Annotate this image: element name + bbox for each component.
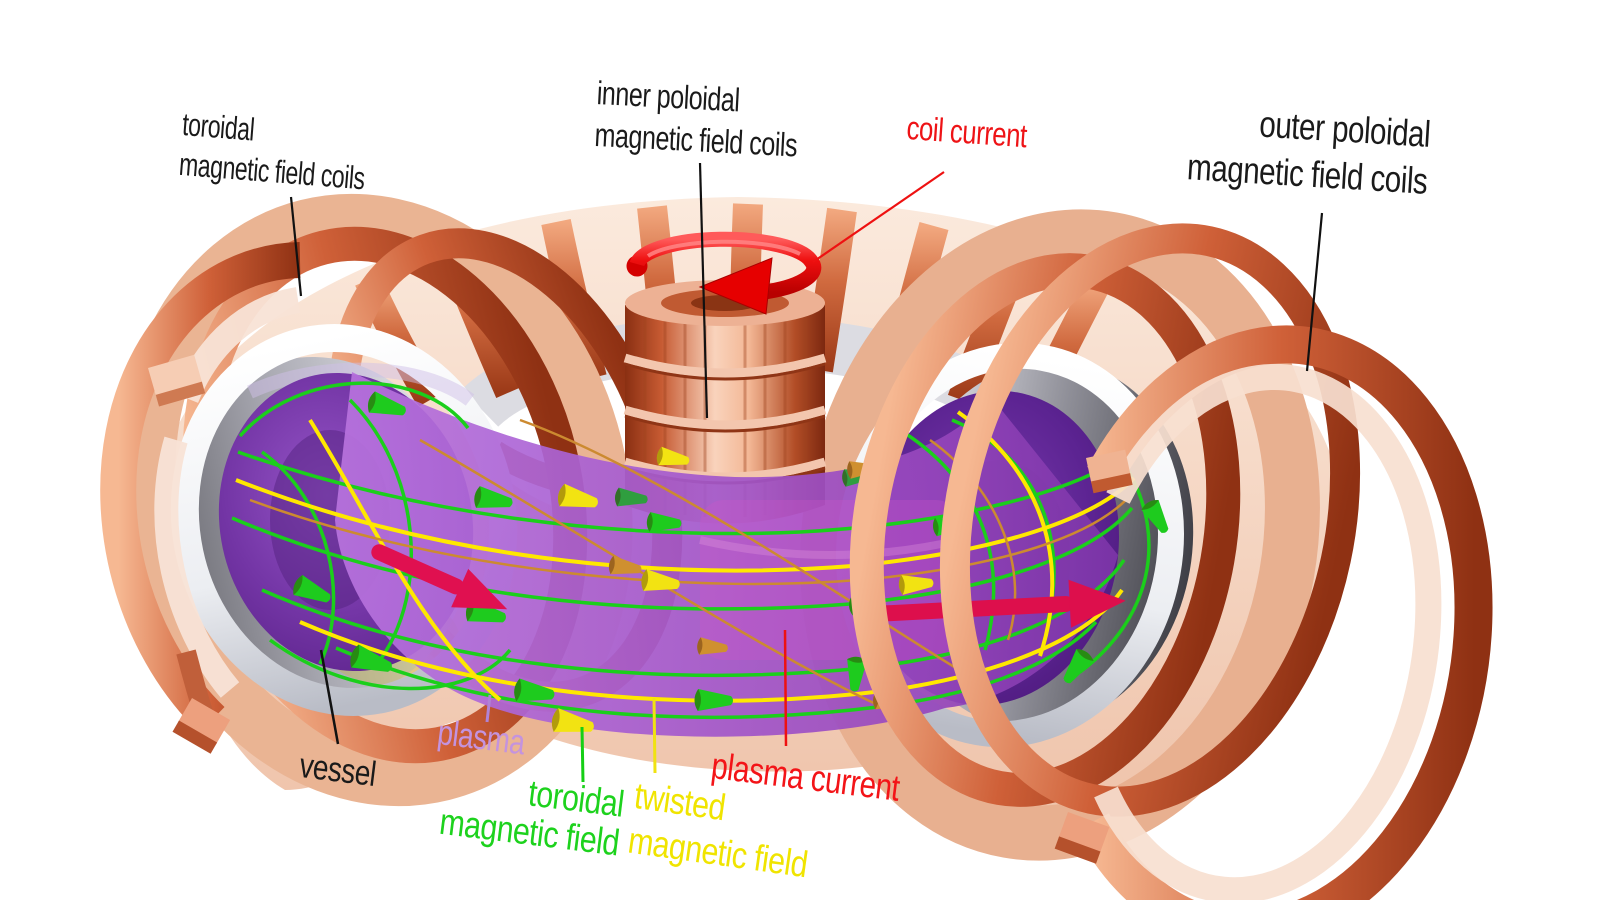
leader-inner-poloidal xyxy=(698,162,709,419)
toroidal-field-coils-right xyxy=(849,223,1361,817)
plasma-current-arrow-right xyxy=(873,579,1126,628)
leader-toroidal-coils xyxy=(289,196,303,297)
leader-plasma xyxy=(485,694,492,723)
leader-toroidal-field xyxy=(580,726,585,783)
label-outer-poloidal-coils: outer poloidal magnetic field coils xyxy=(1186,97,1432,205)
label-inner-poloidal-coils: inner poloidal magnetic field coils xyxy=(594,72,801,167)
leader-outer-poloidal xyxy=(1305,212,1324,372)
leader-vessel xyxy=(319,649,340,745)
leader-lines xyxy=(289,162,1324,783)
label-toroidal-field-coils: toroidal magnetic field coils xyxy=(178,104,370,198)
leader-twisted-field xyxy=(652,697,657,774)
inner-poloidal-coil-stack xyxy=(623,280,827,524)
leader-coil-current xyxy=(812,171,945,263)
outer-poloidal-ring-right xyxy=(1054,325,1493,900)
coil-current-arrow-icon xyxy=(626,231,822,315)
outer-poloidal-ring-left xyxy=(100,242,301,754)
leader-plasma-current xyxy=(783,629,788,747)
plasma-current-arrow-left xyxy=(371,544,508,610)
